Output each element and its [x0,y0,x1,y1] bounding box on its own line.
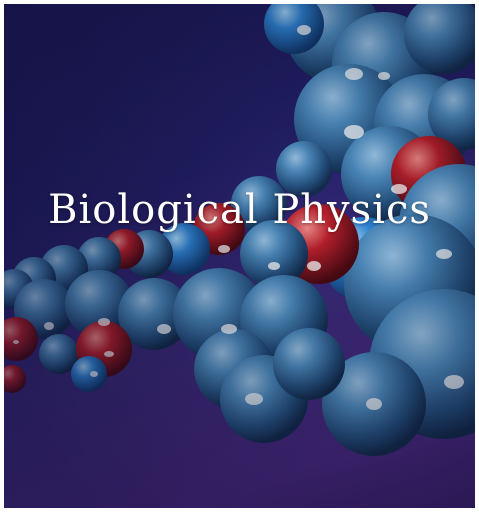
page-title: Biological Physics [48,187,431,233]
molecule-icon [4,4,475,508]
molecule-scene: Biological Physics [4,4,475,508]
